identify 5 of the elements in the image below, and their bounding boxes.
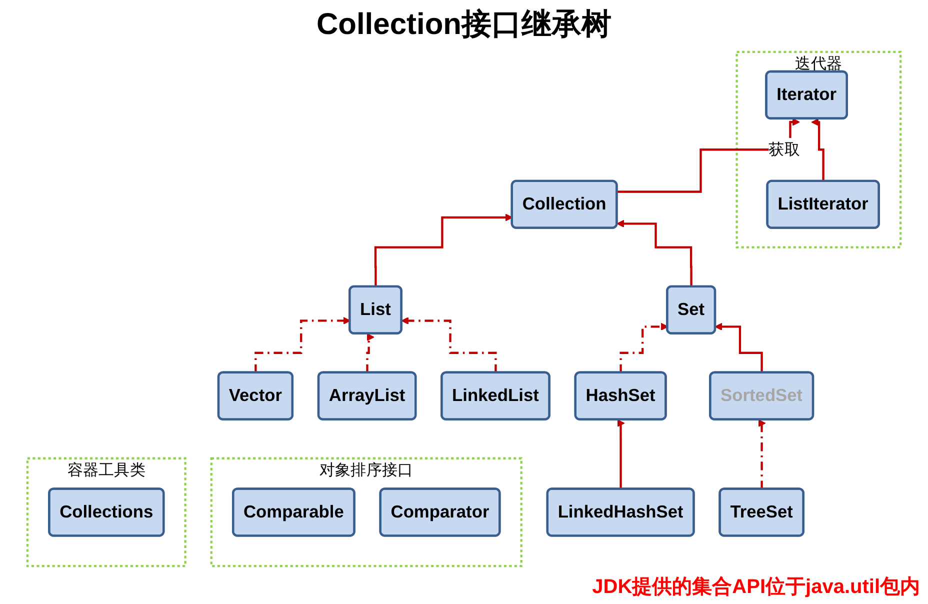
edge-label: 获取	[768, 140, 800, 158]
arrow	[617, 118, 800, 193]
caption: JDK提供的集合API位于java.util包内	[592, 576, 920, 598]
title: Collection接口继承树	[316, 8, 612, 41]
arrow	[374, 214, 513, 288]
